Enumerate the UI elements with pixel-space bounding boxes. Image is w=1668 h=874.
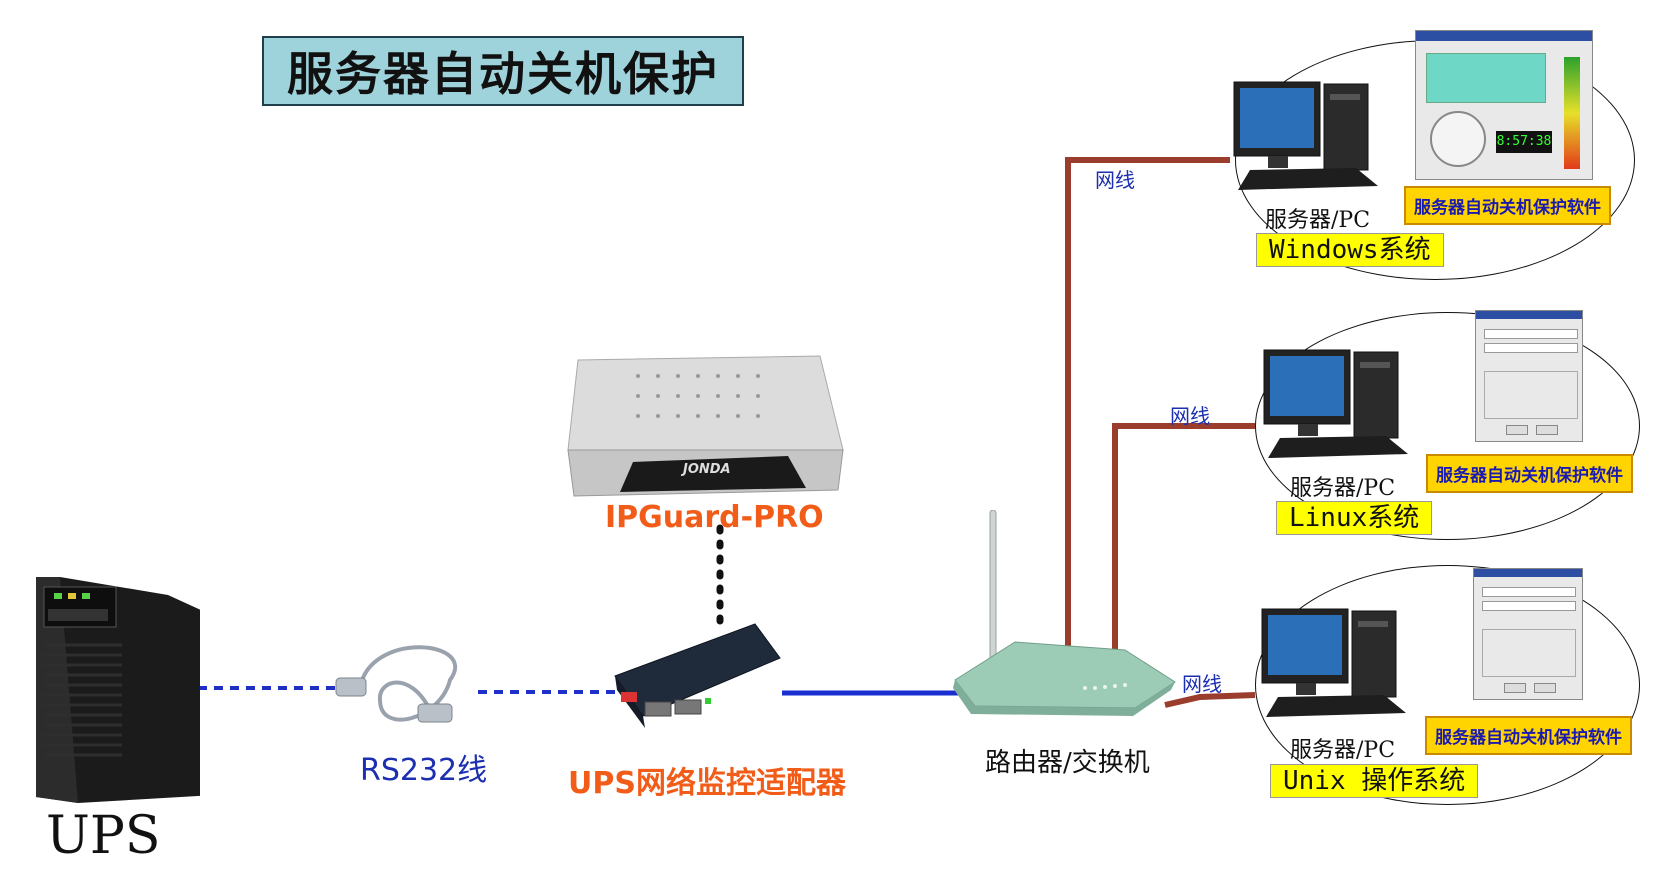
software-label-linux: 服务器自动关机保护软件 xyxy=(1426,454,1633,493)
network-wire-windows xyxy=(1065,157,1230,655)
screen-clock: 8:57:38 xyxy=(1496,131,1552,153)
wire-label-unix: 网线 xyxy=(1182,672,1222,696)
ups-tower-icon xyxy=(36,577,216,803)
pc-label-unix: 服务器/PC xyxy=(1290,738,1396,763)
pc-label-windows: 服务器/PC xyxy=(1265,208,1371,233)
rs232-cable xyxy=(330,640,480,740)
network-wire-linux xyxy=(1112,423,1255,665)
wire-label-linux: 网线 xyxy=(1170,404,1210,428)
ups-label: UPS xyxy=(46,806,161,866)
desktop-pc-icon xyxy=(1233,81,1378,190)
software-screenshot-linux xyxy=(1475,310,1583,442)
ipguard-brand: JONDA xyxy=(683,462,731,477)
pc-label-linux: 服务器/PC xyxy=(1290,476,1396,501)
os-label-unix: Unix 操作系统 xyxy=(1270,764,1479,798)
ups-network-adapter xyxy=(605,620,785,730)
rs232-label: RS232线 xyxy=(360,753,488,788)
server-group-unix xyxy=(1255,565,1640,805)
ups-device xyxy=(18,565,216,805)
wire-label-windows: 网线 xyxy=(1095,168,1135,192)
diagram-title: 服务器自动关机保护 xyxy=(262,36,744,106)
adapter-box-icon xyxy=(614,623,781,728)
router-device xyxy=(935,509,1185,720)
software-label-windows: 服务器自动关机保护软件 xyxy=(1404,186,1611,225)
software-label-unix: 服务器自动关机保护软件 xyxy=(1425,716,1632,755)
ipguard-router-icon xyxy=(567,355,844,497)
desktop-pc-icon xyxy=(1263,349,1408,458)
pc-unix xyxy=(1256,605,1416,725)
pc-windows xyxy=(1228,78,1388,198)
ipguard-label: IPGuard-PRO xyxy=(605,500,824,535)
wifi-router-icon xyxy=(953,509,1176,716)
server-group-linux xyxy=(1255,312,1640,540)
ipguard-device: JONDA xyxy=(558,350,848,500)
serial-cable-icon xyxy=(335,645,458,723)
desktop-pc-icon xyxy=(1261,608,1406,717)
network-wire-unix xyxy=(1164,692,1256,708)
software-screenshot-unix xyxy=(1473,568,1583,700)
software-screenshot-windows: 8:57:38 xyxy=(1415,30,1593,180)
os-label-windows: Windows系统 xyxy=(1256,233,1444,267)
pc-linux xyxy=(1258,346,1418,466)
adapter-label: UPS网络监控适配器 xyxy=(568,766,846,801)
os-label-linux: Linux系统 xyxy=(1276,501,1433,535)
router-label: 路由器/交换机 xyxy=(985,748,1150,778)
